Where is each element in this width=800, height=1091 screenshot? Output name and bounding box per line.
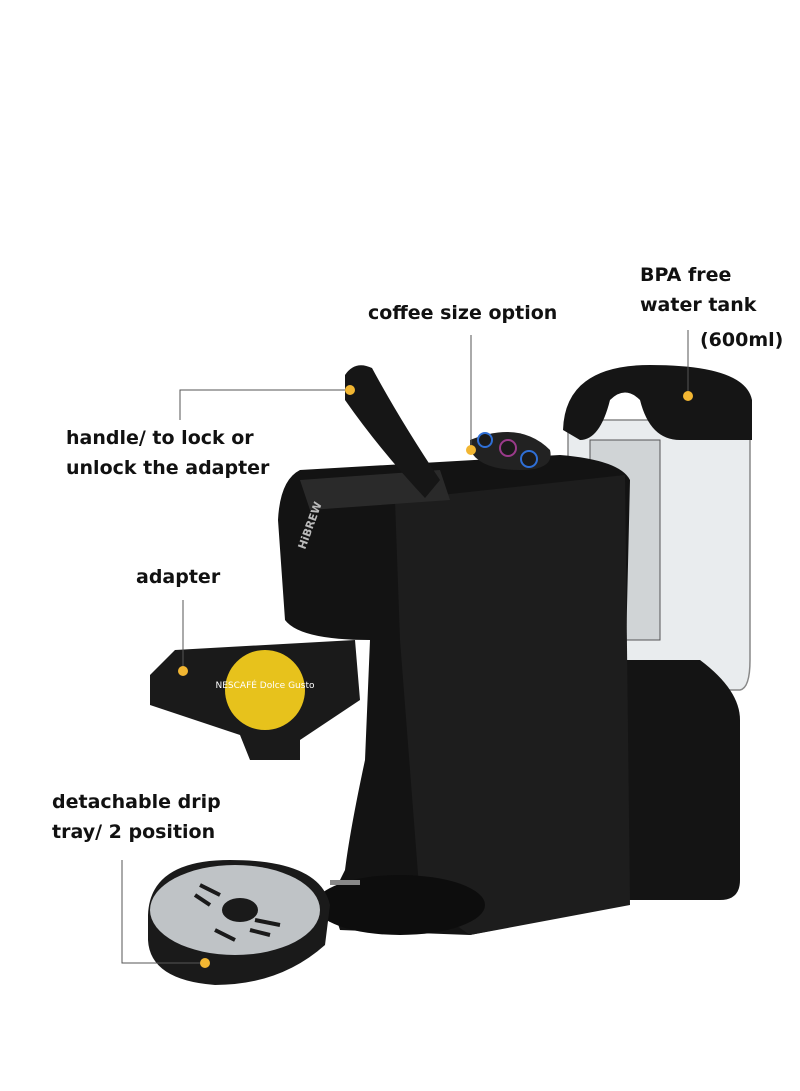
label-water-tank-1: BPA free: [640, 264, 732, 286]
marker-water-tank: [683, 391, 693, 401]
label-water-tank-3: (600ml): [700, 329, 784, 351]
label-drip-tray-2: tray/ 2 position: [52, 821, 216, 843]
marker-coffee-size: [466, 445, 476, 455]
marker-handle: [345, 385, 355, 395]
capsule-label: NESCAFÉ Dolce Gusto: [216, 679, 315, 691]
power-button[interactable]: [499, 439, 517, 457]
machine-base: [625, 660, 740, 900]
label-coffee-size: coffee size option: [368, 302, 558, 324]
machine-body: HiBREW: [278, 455, 630, 935]
label-handle-2: unlock the adapter: [66, 457, 270, 479]
label-adapter: adapter: [136, 566, 221, 588]
label-handle-1: handle/ to lock or: [66, 427, 254, 449]
label-drip-tray-1: detachable drip: [52, 791, 221, 813]
adapter: NESCAFÉ Dolce Gusto: [150, 640, 360, 760]
label-water-tank-2: water tank: [640, 294, 757, 316]
control-panel: [470, 432, 551, 470]
size-button-large[interactable]: [520, 450, 538, 468]
drip-tray: [148, 860, 330, 985]
handle: [345, 365, 440, 498]
marker-dots: [178, 385, 693, 968]
size-button-small[interactable]: [477, 432, 493, 448]
marker-adapter: [178, 666, 188, 676]
leader-lines: [121, 330, 689, 964]
marker-drip-tray: [200, 958, 210, 968]
